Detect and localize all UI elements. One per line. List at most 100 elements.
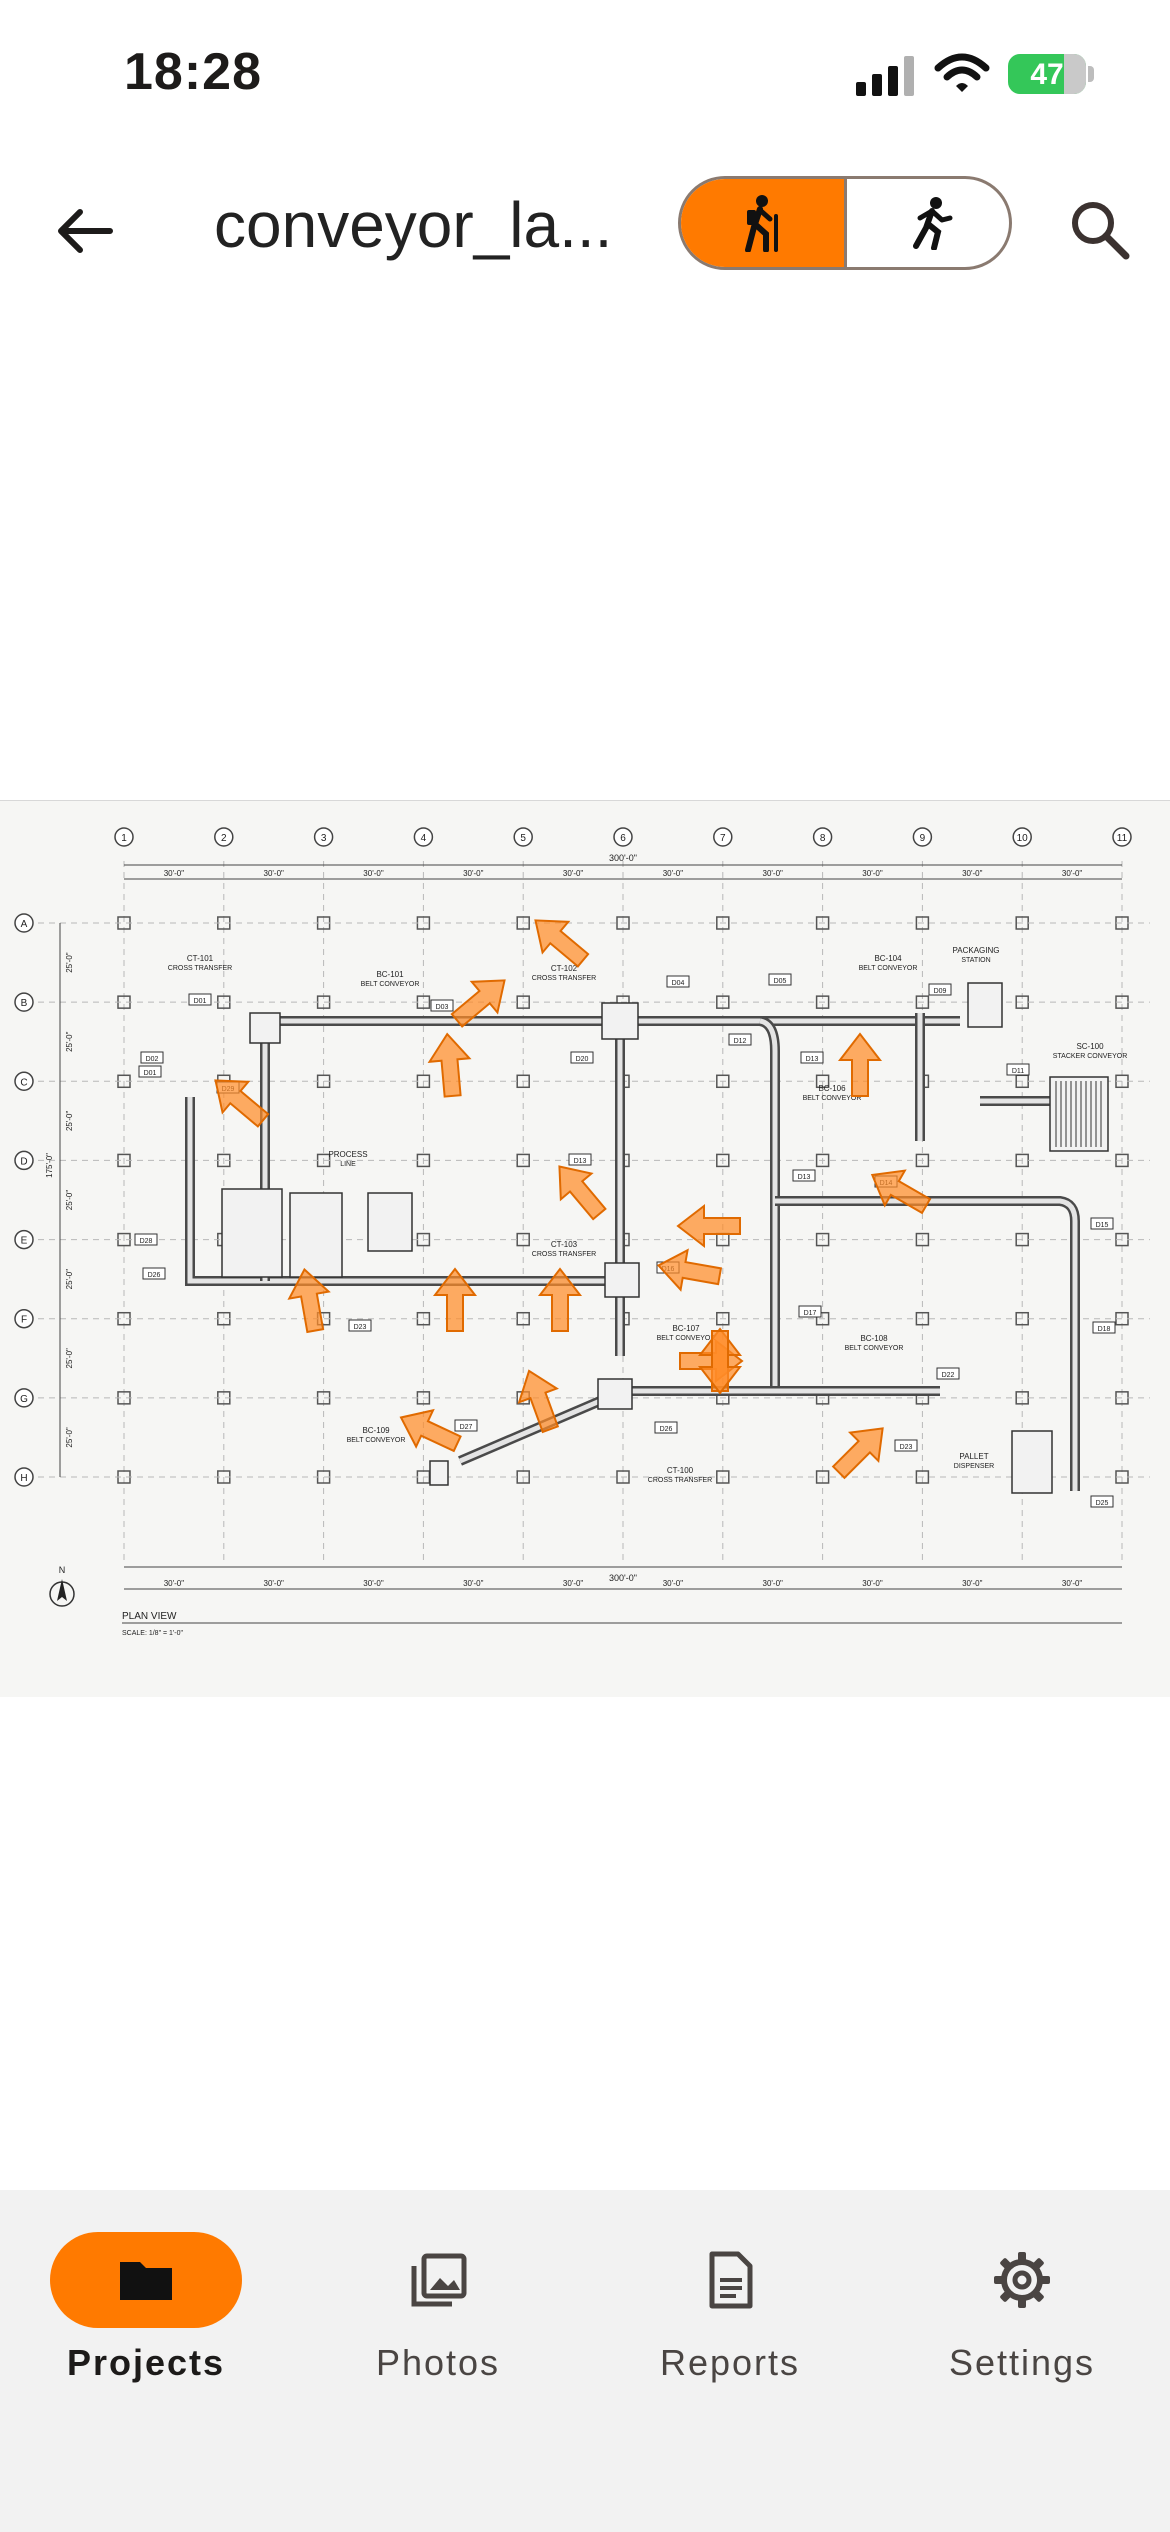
equipment-tag: BC-108 [860,1334,888,1343]
arrow-shape [534,919,590,968]
column-marker [915,995,930,1009]
equipment-tag: SC-100 [1076,1042,1104,1051]
column-marker [516,1470,530,1484]
column-marker [915,916,930,930]
nav-label: Projects [66,2342,226,2383]
column-label: 1 [121,833,127,844]
device-tag: D04 [672,980,685,987]
row-bubble [14,992,34,1012]
direction-arrow-icon[interactable] [444,965,517,1035]
column-label: 11 [1117,833,1128,844]
nav-settings[interactable]: Settings [876,2190,1168,2430]
row-label: G [20,1394,28,1405]
nav-label: Photos [375,2342,501,2383]
device-tag-box [654,1421,678,1434]
row-label: C [20,1077,27,1088]
bay-dimension: 30'-0" [862,1579,883,1588]
equipment-desc: STATION [961,957,990,964]
direction-arrow-icon[interactable] [285,1266,335,1334]
direction-arrow-icon[interactable] [432,1267,478,1332]
device-tag-box [1090,1495,1114,1508]
equipment-tag: CT-102 [551,964,578,973]
search-icon[interactable] [1064,194,1134,264]
arrow-shape [287,1267,331,1334]
device-tag-box [666,975,690,988]
direction-arrow-icon[interactable] [393,1399,466,1461]
direction-arrow-icon[interactable] [655,1246,723,1296]
direction-arrow-icon[interactable] [697,1330,743,1395]
column-marker [716,1074,730,1089]
column-marker [915,1470,930,1484]
runner-icon [913,197,953,250]
total-vertical-dimension: 175'-0" [45,1153,54,1178]
cross-transfer [249,1012,281,1044]
equipment-tag: BC-101 [376,970,404,979]
bay-dimension: 30'-0" [763,869,784,878]
column-marker [815,1232,830,1247]
nav-label: Reports [659,2342,801,2383]
column-label: 4 [421,833,427,844]
nav-photos[interactable]: Photos [292,2190,584,2430]
direction-arrow-icon[interactable] [203,1065,276,1135]
column-marker [716,916,730,930]
device-tag-box [792,1169,816,1182]
device-tag-box [728,1033,752,1046]
battery-level: 47 [1030,58,1064,91]
column-marker [516,1074,530,1089]
column-marker [716,1470,730,1484]
device-tag-box [1090,1217,1114,1230]
wifi-icon [934,53,990,92]
equipment-tag: CT-100 [667,1466,694,1475]
device-tag-box [936,1367,960,1380]
nav-reports[interactable]: Reports [584,2190,876,2430]
overall-dimension: 300'-0" [609,853,637,863]
row-bubble [14,1308,34,1329]
row-dimension: 25'-0" [65,1190,74,1211]
equipment-tag: PALLET [959,1452,988,1461]
column-bubble [1012,827,1032,847]
direction-arrow-icon[interactable] [427,1032,472,1098]
mode-toggle[interactable] [678,176,1012,270]
equipment-desc: STACKER CONVEYOR [1053,1053,1128,1060]
photos-icon [411,2253,467,2307]
device-tag-box [1092,1321,1116,1334]
direction-arrow-icon[interactable] [825,1414,897,1486]
row-dimension: 25'-0" [65,1111,74,1132]
arrow-shape [517,1369,560,1434]
arrow-shape [427,1032,472,1098]
equipment-desc: CROSS TRANSFER [648,1477,712,1484]
bay-dimension: 30'-0" [663,869,684,878]
bay-dimension: 30'-0" [1062,869,1083,878]
arrow-shape [537,1267,583,1332]
column-label: 7 [720,833,726,844]
cross-transfer [601,1002,639,1040]
arrow-left-icon[interactable] [50,196,120,266]
direction-arrow-icon[interactable] [862,1158,936,1224]
device-tag: D23 [354,1324,367,1331]
column-bubble [1112,827,1132,847]
device-tag: D11 [1012,1068,1024,1075]
direction-arrow-icon[interactable] [523,905,596,975]
direction-arrow-icon[interactable] [837,1032,883,1097]
process-equipment [221,1188,283,1278]
status-time: 18:28 [124,43,262,101]
bay-dimension: 30'-0" [763,1579,784,1588]
equipment-desc: LINE [340,1161,356,1168]
device-tag: D01 [144,1070,157,1077]
direction-arrow-icon[interactable] [544,1154,614,1227]
row-bubble [14,1229,34,1250]
nav-projects[interactable]: Projects [0,2190,292,2430]
process-equipment [367,1192,413,1252]
direction-arrow-icon[interactable] [537,1267,583,1332]
direction-arrow-icon[interactable] [510,1364,569,1436]
bay-dimension: 30'-0" [563,869,584,878]
bay-dimension: 30'-0" [563,1579,584,1588]
run-mode-button[interactable] [847,179,1009,267]
device-tag-box [798,1305,822,1318]
column-bubble [114,827,134,847]
walk-mode-button[interactable] [681,179,847,267]
direction-arrow-icon[interactable] [676,1203,741,1249]
process-equipment [289,1192,343,1278]
